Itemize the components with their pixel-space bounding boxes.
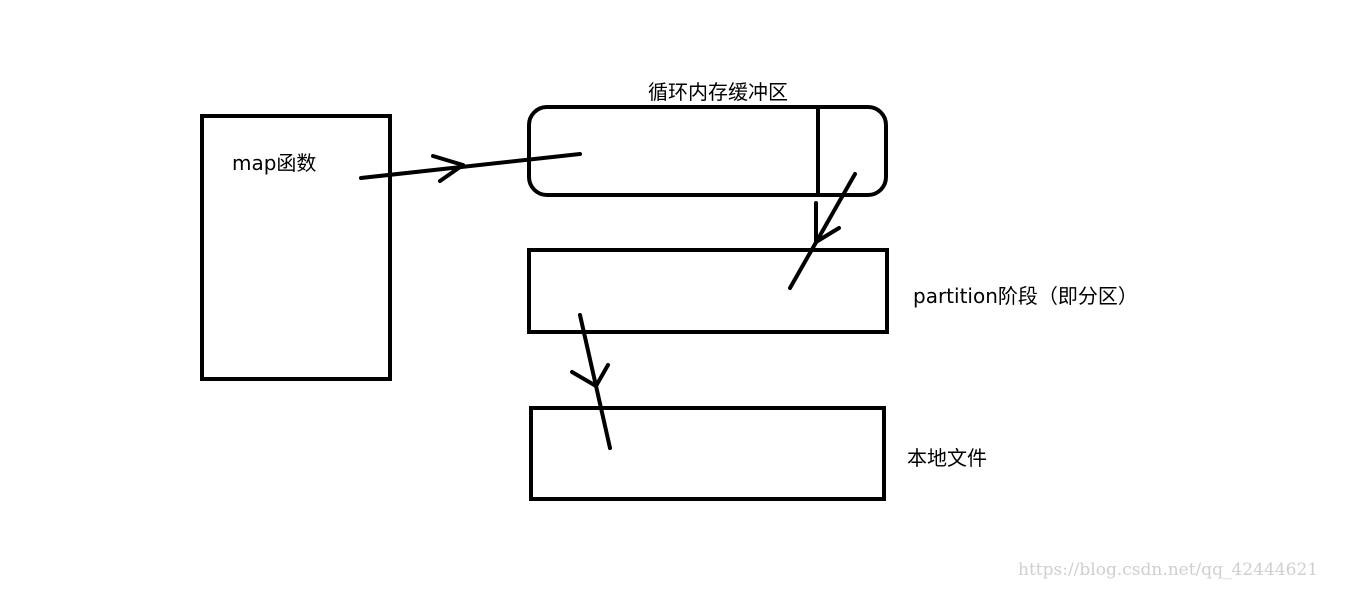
ring-buffer-label: 循环内存缓冲区 <box>648 80 788 104</box>
arrow-buffer-to-partition <box>788 172 857 290</box>
local-file-label: 本地文件 <box>907 446 987 470</box>
local-file-box <box>529 406 886 501</box>
partition-stage-box <box>527 248 889 334</box>
ring-buffer-box <box>527 105 888 197</box>
partition-stage-label: partition阶段（即分区） <box>913 284 1138 308</box>
map-function-box <box>200 114 392 381</box>
map-function-label: map函数 <box>232 151 317 175</box>
arrow-partition-to-file <box>570 313 612 450</box>
watermark-text: https://blog.csdn.net/qq_42444621 <box>1018 560 1319 580</box>
arrow-map-to-buffer <box>359 152 582 183</box>
